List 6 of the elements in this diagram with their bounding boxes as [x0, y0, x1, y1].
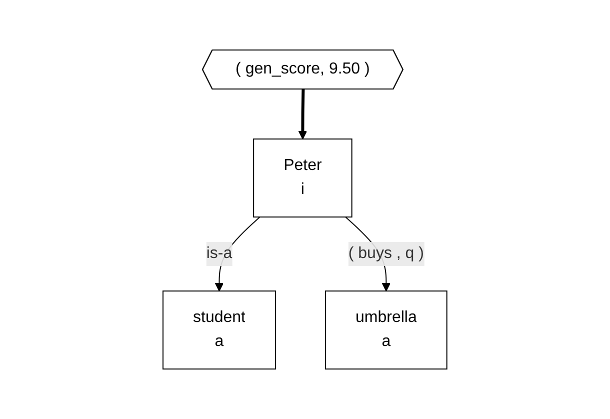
edge-label: is-a: [206, 245, 232, 262]
node-box: umbrella a: [325, 290, 448, 370]
edge-label: ( buys , q ): [348, 245, 424, 262]
node-box: student a: [162, 290, 276, 370]
node-box: Peter i: [253, 138, 352, 218]
arrow: [298, 89, 308, 140]
